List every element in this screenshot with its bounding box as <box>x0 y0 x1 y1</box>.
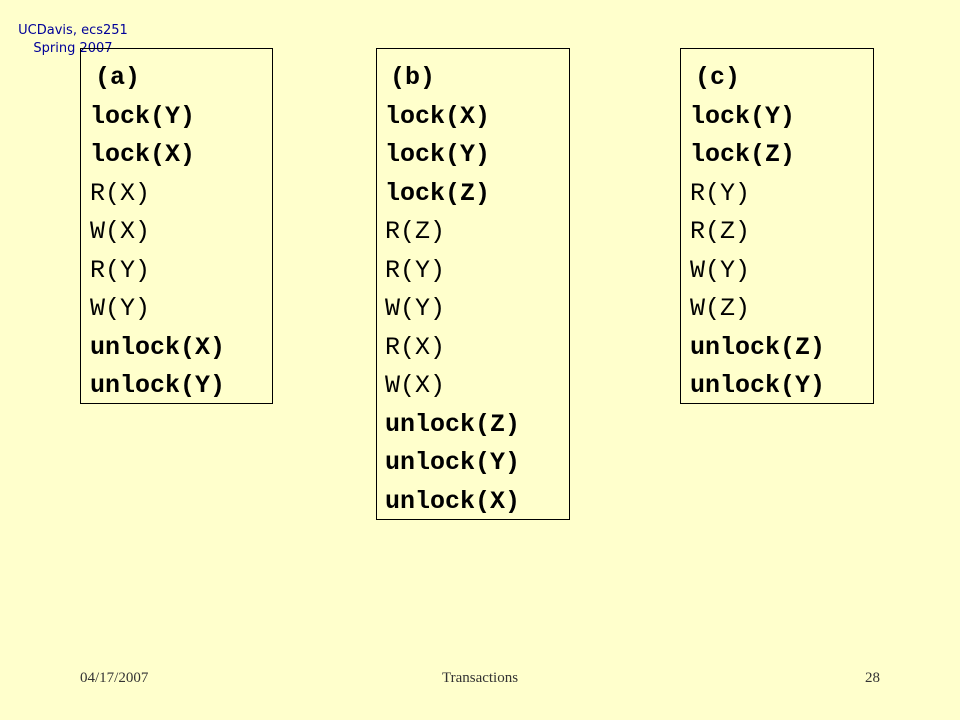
course-name: UCDavis, ecs251 <box>18 23 128 38</box>
transaction-step: W(Y) <box>90 294 151 323</box>
transaction-step: lock(Z) <box>385 178 491 208</box>
transaction-step: lock(Y) <box>385 140 491 169</box>
course-note: UCDavis, ecs251 Spring 2007 <box>8 22 138 58</box>
transaction-label: (b) <box>390 63 436 92</box>
transaction-step: R(Z) <box>690 217 751 246</box>
transaction-step: R(Y) <box>385 255 446 285</box>
transaction-step: unlock(Y) <box>690 371 826 400</box>
transaction-step: unlock(Y) <box>385 448 521 477</box>
transaction-step: R(X) <box>385 332 446 362</box>
transaction-step: W(Z) <box>690 294 751 323</box>
transaction-step: R(Y) <box>90 255 151 285</box>
transaction-box-a: (a) lock(Y) lock(X) R(X) W(X) R(Y) W(Y) unlock(… <box>80 48 273 404</box>
transaction-box-b: (b) lock(X) lock(Y) lock(Z) R(Z) R(Y) W(Y) R(X)… <box>376 48 570 520</box>
transaction-step: lock(X) <box>90 140 196 169</box>
footer-date: 04/17/2007 <box>80 670 149 686</box>
transaction-step: unlock(X) <box>385 486 521 516</box>
transaction-step: R(Y) <box>690 178 751 208</box>
transaction-box-c: (c) lock(Y) lock(Z) R(Y) R(Z) W(Y) W(Z) unlock(… <box>680 48 874 404</box>
transaction-step: W(X) <box>90 217 151 246</box>
transaction-step: lock(X) <box>385 101 491 131</box>
transaction-step: unlock(Z) <box>690 332 826 362</box>
transaction-step: W(Y) <box>690 255 751 285</box>
transaction-step: R(X) <box>90 178 151 208</box>
page-number: 28 <box>865 670 880 686</box>
transaction-step: R(Z) <box>385 217 446 246</box>
footer-title: Transactions <box>441 670 519 686</box>
transaction-step: unlock(Y) <box>90 371 226 400</box>
transaction-step: lock(Z) <box>690 140 796 169</box>
transaction-step: unlock(Z) <box>385 409 521 439</box>
transaction-step: lock(Y) <box>690 101 796 131</box>
transaction-label: (c) <box>695 63 741 92</box>
transaction-step: W(Y) <box>385 294 446 323</box>
transaction-step: W(X) <box>385 371 446 400</box>
transaction-label: (a) <box>95 63 141 92</box>
course-term: Spring 2007 <box>33 41 113 56</box>
transaction-step: lock(Y) <box>90 101 196 131</box>
transaction-step: unlock(X) <box>90 332 226 362</box>
